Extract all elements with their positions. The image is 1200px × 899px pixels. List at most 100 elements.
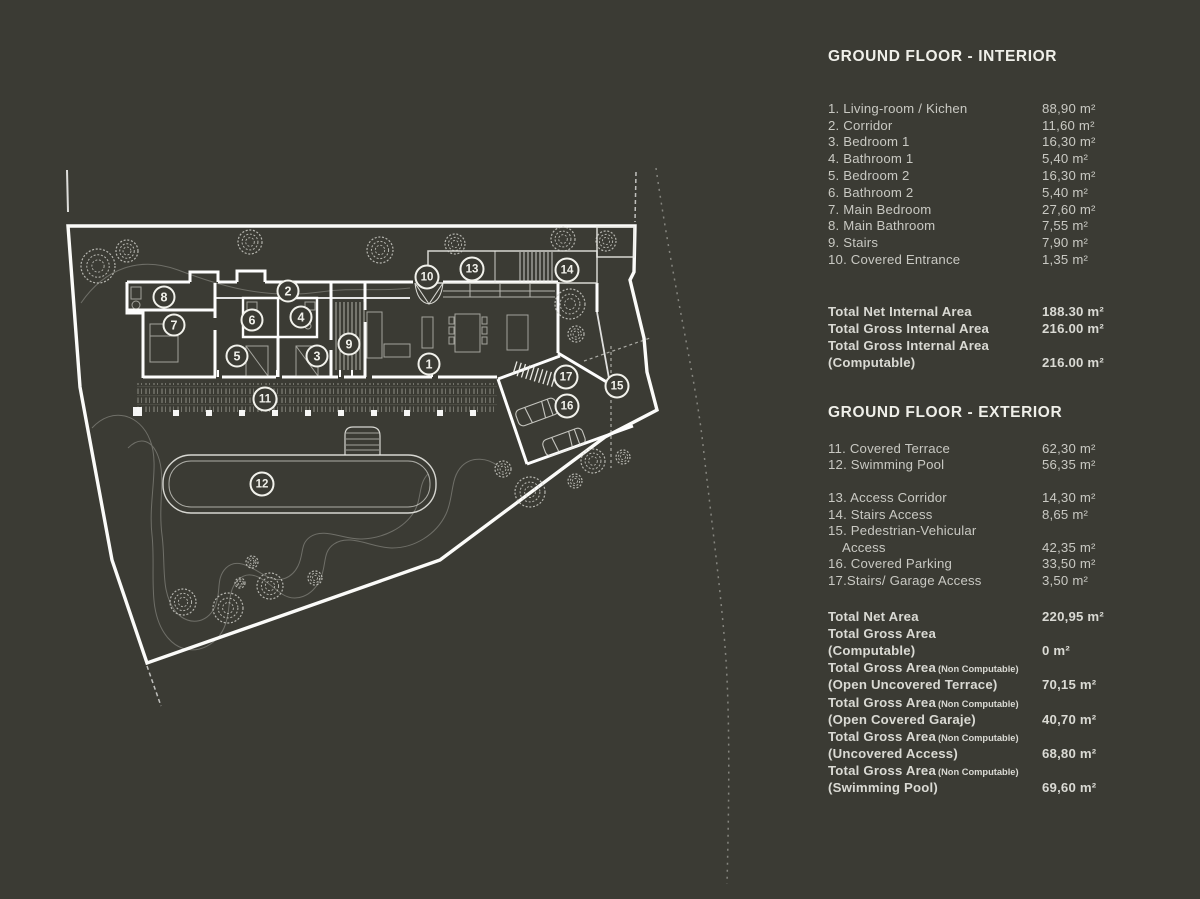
area-row: 9. Stairs 7,90 m²	[828, 234, 1106, 251]
total-label: (Swimming Pool)	[828, 779, 938, 795]
area-row: 8. Main Bathroom 7,55 m²	[828, 218, 1106, 235]
total-label: (Open Covered Garaje)	[828, 711, 976, 727]
tree-icon	[80, 248, 116, 284]
total-row: (Computable) 0 m²	[828, 642, 1106, 659]
tree-icon	[245, 555, 259, 569]
plan-marker: 11	[252, 386, 278, 412]
interior-totals: Total Net Internal Area 188.30 m² Total …	[828, 303, 1106, 371]
total-label: (Computable)	[828, 643, 916, 659]
swimming-pool	[162, 426, 437, 514]
tree-icon	[444, 233, 466, 255]
area-row: 2. Corridor 11,60 m²	[828, 117, 1106, 134]
total-row: (Uncovered Access) 68,80 m²	[828, 745, 1106, 762]
car-icon	[542, 427, 586, 457]
tree-icon	[115, 239, 139, 263]
plan-marker: 8	[152, 285, 176, 309]
area-value: 16,30 m²	[1042, 168, 1096, 184]
area-value: 8,65 m²	[1042, 506, 1089, 522]
contour-lines	[80, 263, 499, 651]
total-label: Total Net Internal Area	[828, 303, 972, 319]
plan-marker: 14	[554, 257, 580, 283]
tree-icon	[554, 288, 586, 320]
area-value: 5,40 m²	[1042, 184, 1089, 200]
total-label: Total Gross Area(Non Computable)	[828, 694, 1019, 710]
svg-text:6: 6	[249, 314, 256, 328]
total-label: Total Gross Internal Area	[828, 320, 990, 336]
tree-icon	[169, 588, 197, 616]
area-label: 9. Stairs	[828, 235, 879, 251]
total-label: Total Gross Area(Non Computable)	[828, 762, 1019, 778]
tree-icon	[256, 572, 284, 600]
svg-text:7: 7	[171, 319, 178, 333]
area-value: 7,55 m²	[1042, 218, 1089, 234]
tree-icon	[234, 577, 246, 589]
area-value: 62,30 m²	[1042, 440, 1096, 456]
plan-marker: 3	[305, 344, 329, 368]
garage	[496, 337, 651, 468]
svg-text:10: 10	[421, 272, 434, 284]
plan-marker: 2	[276, 279, 300, 303]
svg-text:13: 13	[466, 264, 479, 276]
total-row: (Open Covered Garaje) 40,70 m²	[828, 711, 1106, 728]
tree-icon	[567, 325, 585, 343]
total-row: (Swimming Pool) 69,60 m²	[828, 779, 1106, 796]
area-label: 10. Covered Entrance	[828, 252, 961, 268]
svg-text:3: 3	[314, 350, 321, 364]
total-row: Total Gross Internal Area 216.00 m²	[828, 320, 1106, 337]
area-label: 4. Bathroom 1	[828, 151, 914, 167]
tree-icon	[494, 460, 512, 478]
area-row: 12. Swimming Pool 56,35 m²	[828, 457, 1106, 474]
total-row: Total Gross Area(Non Computable)	[828, 728, 1106, 745]
total-value: 0 m²	[1042, 643, 1070, 659]
total-label: (Open Uncovered Terrace)	[828, 677, 998, 693]
area-row: 15. Pedestrian-Vehicular	[828, 523, 1106, 540]
tree-icon	[237, 229, 263, 255]
svg-text:5: 5	[234, 350, 241, 364]
tree-icon	[595, 230, 617, 252]
svg-text:14: 14	[561, 265, 574, 277]
garage-stairs-hatch	[512, 361, 557, 387]
area-label: Access	[842, 539, 886, 555]
plan-marker: 6	[240, 308, 264, 332]
plan-marker: 17	[553, 364, 579, 390]
area-row: 17.Stairs/ Garage Access 3,50 m²	[828, 572, 1106, 589]
non-computable-note: (Non Computable)	[938, 732, 1019, 743]
total-row: (Computable) 216.00 m²	[828, 354, 1106, 371]
plan-marker: 9	[337, 332, 361, 356]
tree-icon	[567, 473, 583, 489]
area-value: 11,60 m²	[1042, 117, 1095, 133]
area-value: 88,90 m²	[1042, 100, 1096, 116]
svg-text:17: 17	[560, 372, 573, 384]
area-label: 6. Bathroom 2	[828, 184, 914, 200]
tree-icon	[212, 592, 244, 624]
total-row: Total Gross Internal Area	[828, 337, 1106, 354]
plan-marker: 15	[604, 373, 630, 399]
total-row: Total Gross Area	[828, 625, 1106, 642]
plan-marker: 12	[249, 471, 275, 497]
area-row: 11. Covered Terrace 62,30 m²	[828, 440, 1106, 457]
area-row: 7. Main Bedroom 27,60 m²	[828, 201, 1106, 218]
non-computable-note: (Non Computable)	[938, 664, 1019, 675]
svg-text:9: 9	[346, 338, 353, 352]
entrance-door-swing	[414, 282, 444, 305]
area-label: 17.Stairs/ Garage Access	[828, 572, 982, 588]
area-value: 42,35 m²	[1042, 539, 1096, 555]
total-label: Total Gross Area(Non Computable)	[828, 660, 1019, 676]
area-label: 14. Stairs Access	[828, 506, 933, 522]
interior-section-title: GROUND FLOOR - INTERIOR	[828, 48, 1058, 65]
non-computable-note: (Non Computable)	[938, 698, 1019, 709]
plan-marker: 1	[417, 352, 441, 376]
area-row: 1. Living-room / Kichen 88,90 m²	[828, 100, 1106, 117]
exterior-area-list: 11. Covered Terrace 62,30 m² 12. Swimmin…	[828, 440, 1106, 589]
area-label: 8. Main Bathroom	[828, 218, 936, 234]
total-row: Total Gross Area(Non Computable)	[828, 762, 1106, 779]
total-value: 216.00 m²	[1042, 354, 1104, 370]
area-label: 13. Access Corridor	[828, 490, 947, 506]
area-value: 1,35 m²	[1042, 252, 1089, 268]
non-computable-note: (Non Computable)	[938, 766, 1019, 777]
total-value: 188.30 m²	[1042, 303, 1104, 319]
covered-terrace	[133, 383, 497, 416]
tree-icon	[550, 226, 576, 252]
interior-area-list: 1. Living-room / Kichen 88,90 m² 2. Corr…	[828, 100, 1106, 268]
